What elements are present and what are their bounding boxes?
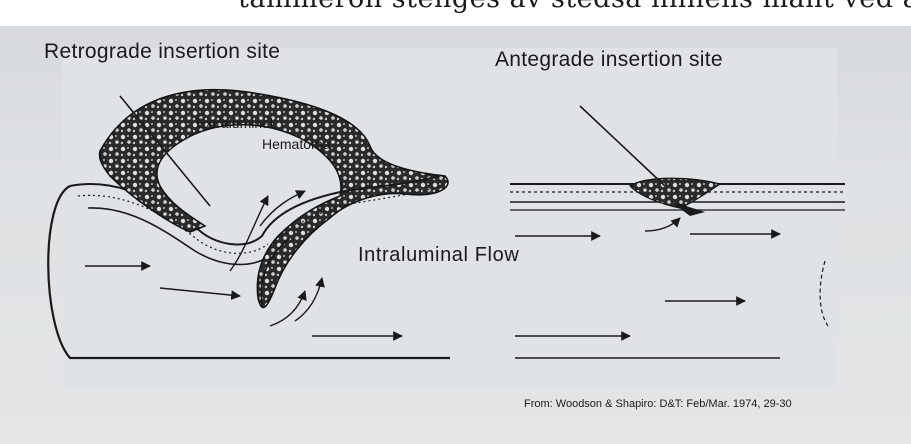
extraluminal-label: Extraluminal xyxy=(196,115,273,131)
retrograde-insertion-label: Retrograde insertion site xyxy=(44,40,280,64)
top-partial-caption-strip: tammeron stenges av stedsa hnnens mant v… xyxy=(0,0,911,26)
partial-caption-text: tammeron stenges av stedsa hnnens mant v… xyxy=(238,0,911,14)
vessel-wall-right xyxy=(510,184,845,358)
intraluminal-flow-label: Intraluminal Flow xyxy=(358,244,519,267)
vessel-diagram xyxy=(0,26,911,444)
hematoma-label: Hematoma xyxy=(262,136,330,152)
antegrade-insertion-label: Antegrade insertion site xyxy=(495,48,723,72)
vessel-wall-left xyxy=(48,184,450,358)
extraluminal-hematoma xyxy=(99,90,448,308)
source-citation: From: Woodson & Shapiro: D&T: Feb/Mar. 1… xyxy=(524,398,792,410)
